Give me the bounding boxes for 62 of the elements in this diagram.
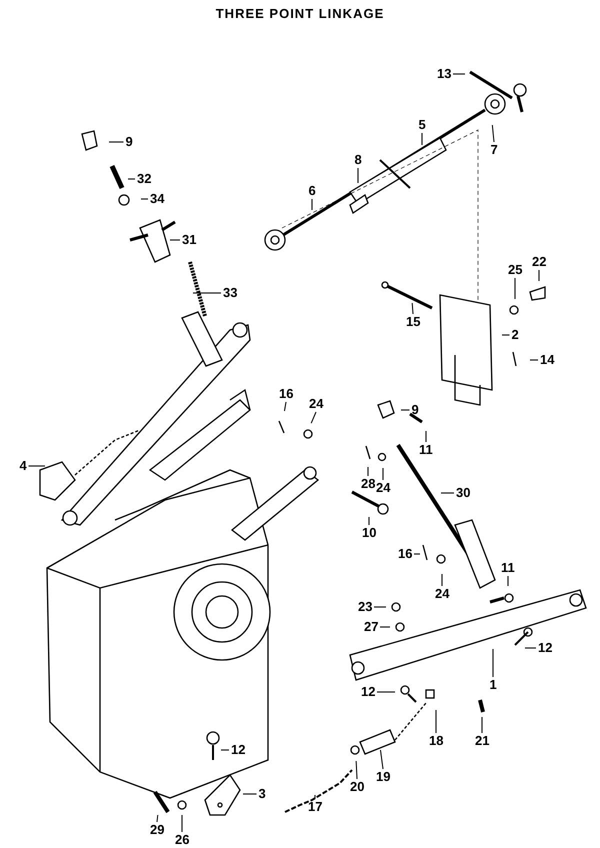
callout-number: 26	[175, 833, 190, 847]
callout-number: 24	[376, 481, 390, 495]
leader-line	[412, 302, 414, 314]
callout-number: 9	[412, 403, 419, 417]
diagram-title: THREE POINT LINKAGE	[214, 6, 386, 21]
callout-number: 25	[508, 263, 522, 277]
callout-number: 19	[376, 770, 390, 784]
callout-number: 33	[223, 286, 238, 300]
callout-number: 31	[182, 233, 196, 247]
callout-number: 1	[490, 678, 497, 692]
callout-number: 5	[418, 118, 426, 132]
callout-number: 27	[364, 620, 378, 634]
leader-line	[514, 278, 516, 300]
leader-line	[440, 492, 454, 494]
callout-number: 4	[20, 459, 27, 473]
leader-line	[192, 292, 222, 294]
callout-number: 12	[538, 641, 552, 655]
leader-line	[538, 270, 540, 282]
leader-line	[356, 760, 358, 780]
callout-number: 11	[419, 443, 433, 457]
leader-line	[284, 402, 286, 412]
leader-line	[374, 606, 386, 608]
callout-number: 22	[532, 255, 546, 269]
leader-line	[492, 648, 494, 678]
callout-number: 16	[398, 547, 412, 561]
callout-number: 18	[429, 734, 444, 748]
callout-number: 6	[308, 184, 316, 198]
callout-number: 34	[150, 192, 164, 206]
callout-number: 16	[279, 387, 294, 401]
callout-number: 20	[350, 780, 364, 794]
callout-number: 30	[456, 486, 470, 500]
callout-number: 2	[512, 328, 519, 342]
leader-line	[156, 814, 158, 822]
leader-line	[128, 178, 136, 180]
callout-number: 3	[258, 787, 266, 801]
callout-number: 11	[501, 561, 515, 575]
leader-line	[314, 794, 316, 800]
callout-number: 9	[126, 135, 133, 149]
callout-number: 12	[231, 743, 246, 757]
callout-number: 28	[361, 477, 376, 491]
leader-line	[140, 198, 148, 200]
leader-line	[382, 468, 384, 480]
leader-line	[502, 334, 510, 336]
callout-number: 7	[490, 143, 498, 157]
callout-number: 32	[137, 172, 152, 186]
callout-number: 21	[475, 734, 490, 748]
callout-number: 17	[308, 800, 322, 814]
callout-number: 13	[437, 67, 452, 81]
callout-number: 29	[150, 823, 164, 837]
callout-number: 24	[309, 397, 324, 411]
leader-line	[380, 749, 384, 770]
callout-number: 12	[361, 685, 376, 699]
leader-line	[310, 412, 316, 424]
callout-number: 14	[540, 353, 554, 367]
callout-number: 10	[362, 526, 376, 540]
leader-line	[492, 124, 494, 142]
callout-number: 24	[435, 587, 450, 601]
callout-number: 8	[354, 153, 362, 167]
leader-line	[380, 626, 390, 628]
callout-number: 15	[406, 315, 420, 329]
leader-line	[368, 516, 370, 526]
callout-number: 23	[358, 600, 372, 614]
